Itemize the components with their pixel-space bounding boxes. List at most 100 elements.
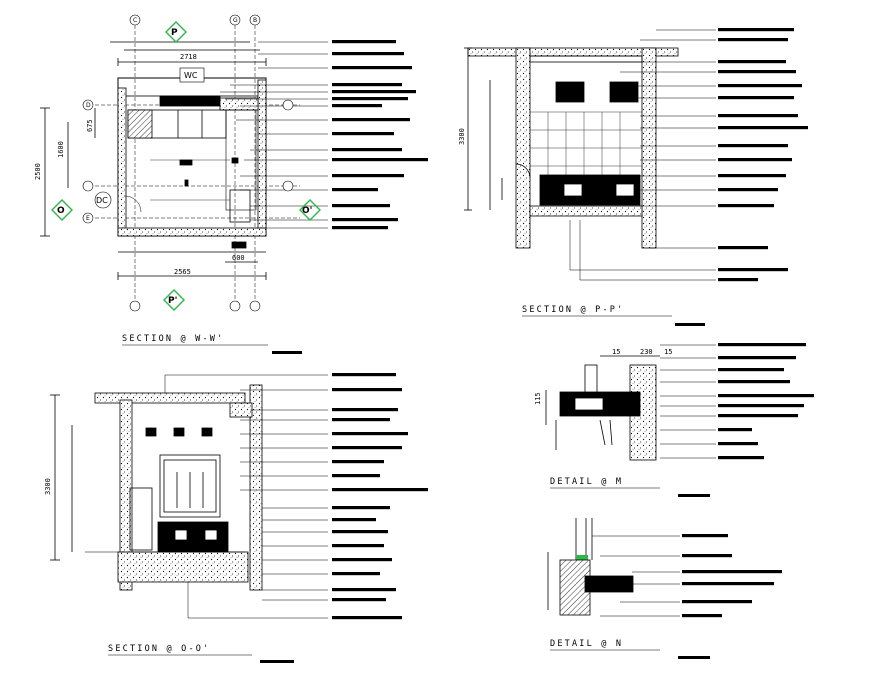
note-bar — [682, 554, 732, 558]
note-bar — [718, 380, 790, 384]
room-tag-dc — [94, 191, 112, 209]
section-markers — [51, 21, 321, 311]
note-bar — [718, 158, 792, 162]
dim-bottom: 2565 — [174, 268, 191, 276]
marker-o-right: O' — [302, 206, 312, 216]
note-bar — [332, 544, 384, 548]
dim-left-small: 675 — [86, 119, 94, 132]
note-bar — [682, 534, 728, 538]
note-bar — [718, 404, 804, 408]
note-bar — [718, 114, 798, 118]
room-tag-wc — [179, 67, 205, 83]
m-dim-1: 15 — [612, 348, 620, 356]
title-detail-m: DETAIL @ M — [550, 477, 623, 487]
marker-o-left: O — [57, 206, 65, 216]
title-underlines — [108, 315, 672, 656]
note-bar — [332, 97, 408, 101]
note-bar — [332, 373, 396, 377]
note-bar — [718, 188, 778, 192]
note-bar — [332, 66, 412, 70]
scale-marks — [260, 323, 710, 663]
note-bar — [332, 488, 428, 492]
note-bar — [718, 456, 764, 460]
note-bar — [332, 226, 388, 230]
note-bar — [332, 474, 380, 478]
note-bar — [682, 570, 782, 574]
note-bar — [718, 428, 752, 432]
grid-label-row3: E — [86, 215, 90, 222]
note-bar — [718, 126, 808, 130]
note-bar — [682, 582, 774, 586]
note-bar — [332, 218, 398, 222]
oo-dim-height: 3300 — [44, 478, 52, 495]
note-bar — [718, 343, 806, 347]
note-bar — [718, 368, 784, 372]
note-bar — [718, 60, 786, 64]
plan-view — [40, 25, 328, 300]
title-section-ww: SECTION @ W-W' — [122, 334, 224, 344]
grid-label-mid-top: G — [233, 17, 238, 24]
note-bar — [718, 204, 774, 208]
note-bar — [332, 506, 390, 510]
note-bar — [332, 388, 402, 392]
annotation-note-bars — [332, 28, 814, 620]
plan-grid-bubbles — [82, 14, 294, 312]
title-detail-n: DETAIL @ N — [550, 639, 623, 649]
note-bar — [332, 204, 390, 208]
note-bar — [332, 418, 390, 422]
note-bar — [718, 28, 794, 32]
note-bar — [718, 70, 796, 74]
note-bar — [332, 158, 428, 162]
note-bar — [332, 572, 380, 576]
note-bar — [718, 84, 802, 88]
note-bar — [718, 414, 798, 418]
note-bar — [682, 600, 752, 604]
m-dim-3: 15 — [664, 348, 672, 356]
note-bar — [332, 598, 386, 602]
note-bar — [332, 460, 384, 464]
room-tag-wc-text: WC — [184, 71, 198, 80]
note-bar — [332, 188, 378, 192]
note-bar — [718, 38, 788, 42]
note-bar — [332, 432, 408, 436]
note-bar — [718, 174, 786, 178]
detail-m-view — [545, 344, 716, 461]
note-bar — [332, 558, 392, 562]
note-bar — [332, 52, 404, 56]
pp-dim-height: 3300 — [458, 128, 466, 145]
title-section-pp: SECTION @ P-P' — [522, 305, 624, 315]
note-bar — [332, 83, 402, 87]
grid-label-right-top: B — [253, 17, 257, 24]
note-bar — [718, 278, 758, 282]
detail-n-view — [547, 518, 680, 617]
note-bar — [682, 614, 722, 618]
marker-p-top: P — [171, 28, 178, 38]
grid-label-left-top: C — [133, 17, 137, 24]
note-bar — [718, 356, 796, 360]
note-bar — [332, 104, 382, 108]
dim-left-inner: 1600 — [57, 141, 65, 158]
dim-bottom-small: 600 — [232, 254, 245, 262]
m-dim-2: 230 — [640, 348, 653, 356]
note-bar — [332, 530, 388, 534]
note-bar — [332, 616, 402, 620]
note-bar — [332, 588, 396, 592]
title-section-oo: SECTION @ O-O' — [108, 644, 210, 654]
note-bar — [718, 268, 788, 272]
note-bar — [718, 96, 794, 100]
note-bar — [718, 144, 788, 148]
m-dim-4: 115 — [534, 392, 542, 405]
note-bar — [332, 118, 410, 122]
note-bar — [332, 90, 416, 94]
note-bar — [332, 446, 402, 450]
note-bar — [332, 518, 376, 522]
note-bar — [332, 40, 396, 44]
marker-p-bottom: P' — [168, 296, 177, 306]
note-bar — [332, 408, 398, 412]
note-bar — [332, 174, 404, 178]
note-bar — [718, 394, 814, 398]
note-bar — [332, 132, 394, 136]
grid-label-row1: D — [86, 102, 91, 109]
dim-left-total: 2500 — [34, 163, 42, 180]
